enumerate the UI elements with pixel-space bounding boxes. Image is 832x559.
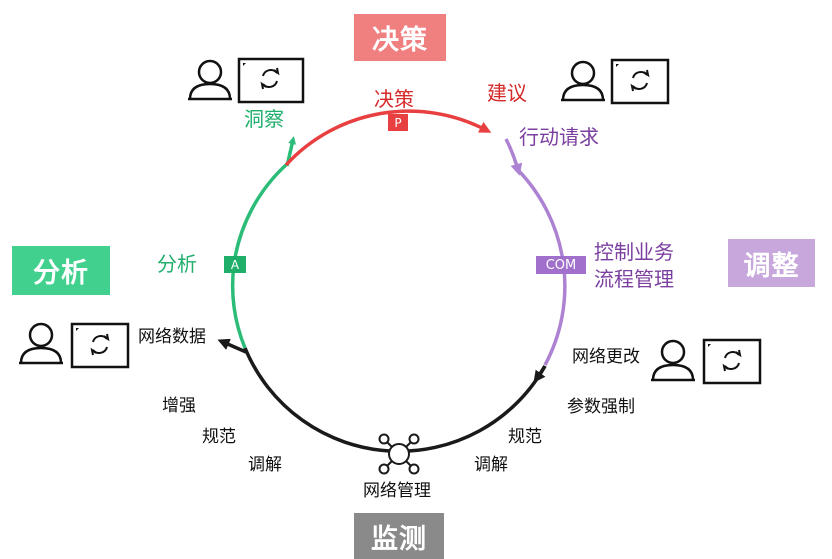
label-analysis: 分析 [157,252,197,276]
label-network-data: 网络数据 [138,327,206,347]
arc-decision [284,109,492,167]
node-a-tag: A [224,256,246,273]
label-standard-left: 规范 [202,427,236,447]
label-network-mgmt: 网络管理 [363,481,431,501]
network-hub-icon [378,433,420,475]
user-screen-icon-topleft [188,57,305,104]
label-enhance: 增强 [162,396,196,416]
node-p-tag: P [388,114,408,131]
stage-monitor-box: 监测 [354,513,444,559]
label-control-line2: 流程管理 [594,267,674,291]
arc-request [504,138,523,176]
arc-analysis-lower [230,263,247,349]
label-standard-right: 规范 [508,427,542,447]
arc-data-arrow [217,338,247,354]
label-tune-right: 调解 [474,455,508,475]
stage-decision-box: 决策 [354,14,446,61]
user-screen-icon-left [19,322,130,369]
stage-adjust-box: 调整 [728,239,815,287]
label-insight: 洞察 [244,107,284,131]
label-param-force: 参数强制 [567,397,635,417]
user-screen-icon-topright [561,58,670,105]
label-decision-top: 决策 [374,87,414,111]
stage-analysis-box: 分析 [12,246,110,295]
label-control-line1: 控制业务 [594,240,674,264]
arc-monitor [243,347,547,453]
label-tune-left: 调解 [248,455,282,475]
arc-analysis [232,162,289,265]
label-network-change: 网络更改 [572,347,640,367]
label-action-request: 行动请求 [519,125,599,149]
user-screen-icon-right [651,338,762,385]
node-com-tag: COM [536,256,586,274]
label-suggest: 建议 [487,81,527,105]
